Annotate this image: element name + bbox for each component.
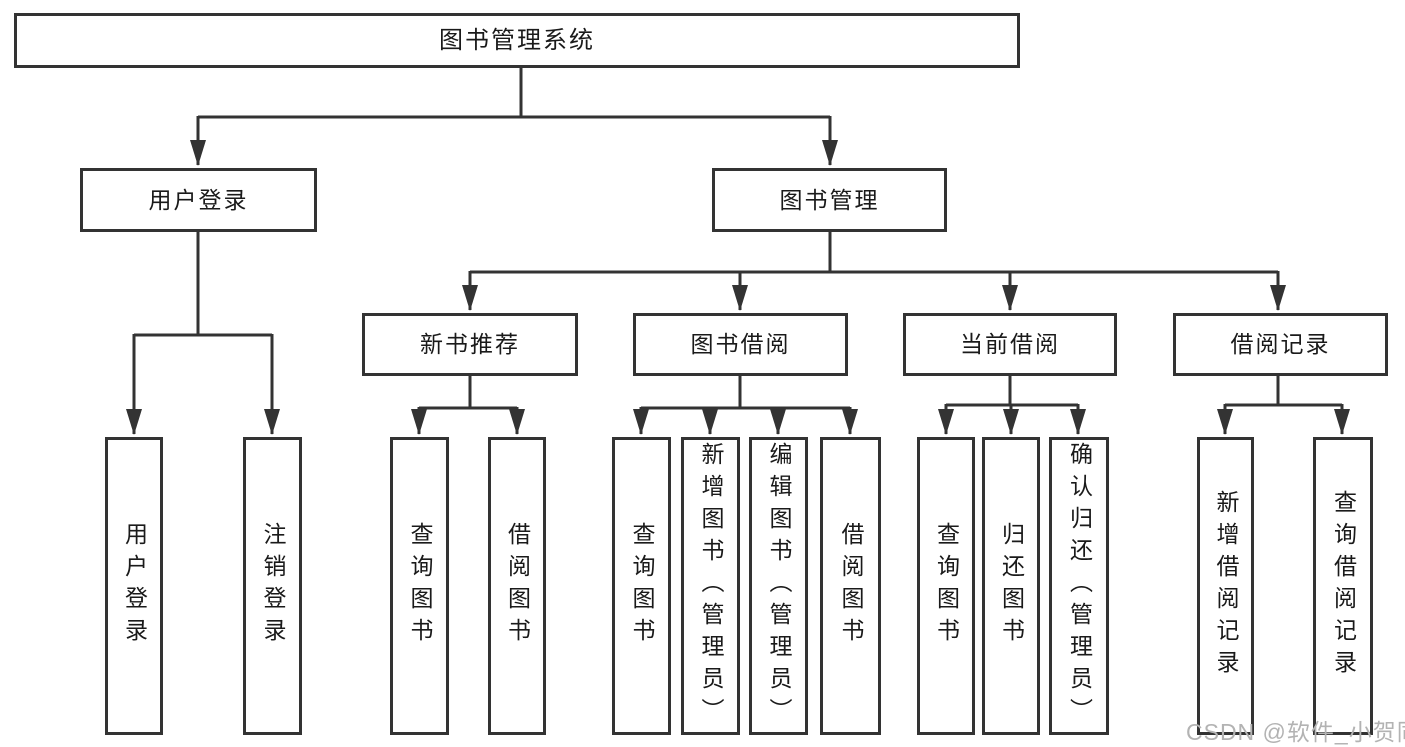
edge-borrow-record-children bbox=[1217, 376, 1350, 435]
node-label: 新书推荐 bbox=[420, 331, 520, 357]
node-book-borrow: 图书借阅 bbox=[633, 313, 848, 376]
node-label: 图书借阅 bbox=[690, 331, 791, 357]
leaf-edit-books-admin: 编辑图书（管理员） bbox=[749, 437, 808, 735]
node-label: 用户登录 bbox=[121, 522, 148, 650]
leaf-query-books-recommend: 查询图书 bbox=[390, 437, 449, 735]
node-label: 图书管理 bbox=[779, 186, 880, 213]
node-label: 归还图书 bbox=[998, 522, 1025, 650]
node-library-management-system: 图书管理系统 bbox=[14, 13, 1020, 68]
node-label: 用户登录 bbox=[148, 186, 249, 213]
edge-root-to-level2 bbox=[190, 68, 838, 166]
node-book-management: 图书管理 bbox=[712, 168, 947, 232]
node-label: 当前借阅 bbox=[960, 331, 1060, 357]
node-label: 借阅记录 bbox=[1230, 331, 1331, 357]
node-user-login: 用户登录 bbox=[80, 168, 317, 232]
edge-book-borrow-children bbox=[633, 376, 858, 435]
leaf-borrow-books: 借阅图书 bbox=[820, 437, 881, 735]
node-label: 查询借阅记录 bbox=[1330, 490, 1357, 682]
leaf-borrow-books-recommend: 借阅图书 bbox=[488, 437, 546, 735]
edge-current-borrow-children bbox=[938, 376, 1086, 435]
edge-book-management-children bbox=[462, 232, 1286, 311]
node-label: 编辑图书（管理员） bbox=[766, 442, 792, 730]
node-label: 查询图书 bbox=[407, 522, 433, 650]
leaf-logout: 注销登录 bbox=[243, 437, 302, 735]
leaf-add-books-admin: 新增图书（管理员） bbox=[681, 437, 740, 735]
node-label: 新增借阅记录 bbox=[1213, 490, 1239, 682]
edge-new-book-children bbox=[411, 376, 525, 435]
leaf-user-login: 用户登录 bbox=[105, 437, 163, 735]
node-label: 查询图书 bbox=[933, 522, 960, 650]
leaf-query-borrow-record: 查询借阅记录 bbox=[1313, 437, 1373, 735]
leaf-query-books-current: 查询图书 bbox=[917, 437, 975, 735]
node-current-borrow: 当前借阅 bbox=[903, 313, 1117, 376]
leaf-confirm-return-admin: 确认归还（管理员） bbox=[1049, 437, 1109, 735]
leaf-return-books: 归还图书 bbox=[982, 437, 1040, 735]
node-new-book-recommend: 新书推荐 bbox=[362, 313, 578, 376]
node-label: 借阅图书 bbox=[838, 522, 864, 650]
node-label: 借阅图书 bbox=[504, 522, 531, 650]
node-label: 确认归还（管理员） bbox=[1066, 442, 1093, 730]
edge-user-login-children bbox=[126, 232, 280, 435]
leaf-add-borrow-record: 新增借阅记录 bbox=[1197, 437, 1254, 735]
node-label: 注销登录 bbox=[260, 522, 286, 650]
node-label: 查询图书 bbox=[629, 522, 655, 650]
node-label: 图书管理系统 bbox=[439, 26, 595, 54]
node-borrow-record: 借阅记录 bbox=[1173, 313, 1388, 376]
node-label: 新增图书（管理员） bbox=[698, 442, 724, 730]
csdn-watermark: CSDN @软件_小贺同学 bbox=[1186, 719, 1405, 745]
leaf-query-books-borrow: 查询图书 bbox=[612, 437, 671, 735]
